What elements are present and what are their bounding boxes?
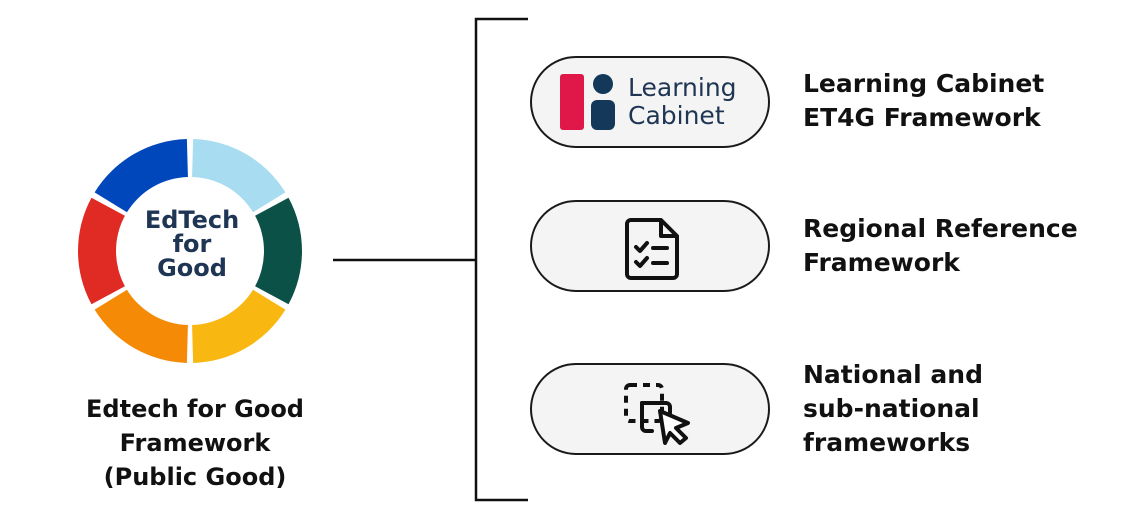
- regional-framework-pill: [530, 200, 770, 292]
- ring-text-line: for: [172, 230, 212, 258]
- label-line: National and: [803, 360, 983, 389]
- label-line: sub-national: [803, 394, 980, 423]
- label-line: Learning Cabinet: [803, 69, 1045, 98]
- learning-cabinet-pill: Learning Cabinet: [530, 56, 770, 148]
- logo-text-line: Cabinet: [628, 101, 725, 130]
- edtech-framework-label: Edtech for Good Framework (Public Good): [40, 392, 350, 494]
- learning-cabinet-logo-icon: [560, 74, 615, 130]
- learning-cabinet-label: Learning Cabinet ET4G Framework: [803, 67, 1123, 135]
- ring-segment: [94, 289, 188, 363]
- ring-segment: [192, 139, 286, 213]
- label-line: Framework: [803, 248, 960, 277]
- label-line: Regional Reference: [803, 214, 1078, 243]
- ring-segment: [255, 197, 302, 305]
- checklist-document-icon: [625, 218, 679, 280]
- regional-framework-label: Regional Reference Framework: [803, 212, 1123, 280]
- bracket: [474, 17, 528, 502]
- ring-segment: [94, 139, 188, 213]
- label-line: Framework: [119, 429, 271, 457]
- ring-center-text: EdTech for Good: [118, 208, 266, 280]
- ring-segment: [78, 197, 125, 305]
- ring-text-line: Good: [157, 254, 227, 282]
- label-line: Edtech for Good: [86, 395, 304, 423]
- label-line: (Public Good): [103, 463, 287, 491]
- cursor-select-icon: [624, 383, 690, 445]
- ring-segment: [192, 289, 286, 363]
- edtech-for-good-ring: [78, 139, 302, 363]
- label-line: frameworks: [803, 428, 971, 457]
- logo-text-line: Learning: [628, 73, 737, 102]
- national-frameworks-pill: [530, 363, 770, 455]
- national-frameworks-label: National and sub-national frameworks: [803, 358, 1123, 460]
- learning-cabinet-logo-text: Learning Cabinet: [628, 74, 737, 130]
- ring-text-line: EdTech: [144, 206, 240, 234]
- label-line: ET4G Framework: [803, 103, 1041, 132]
